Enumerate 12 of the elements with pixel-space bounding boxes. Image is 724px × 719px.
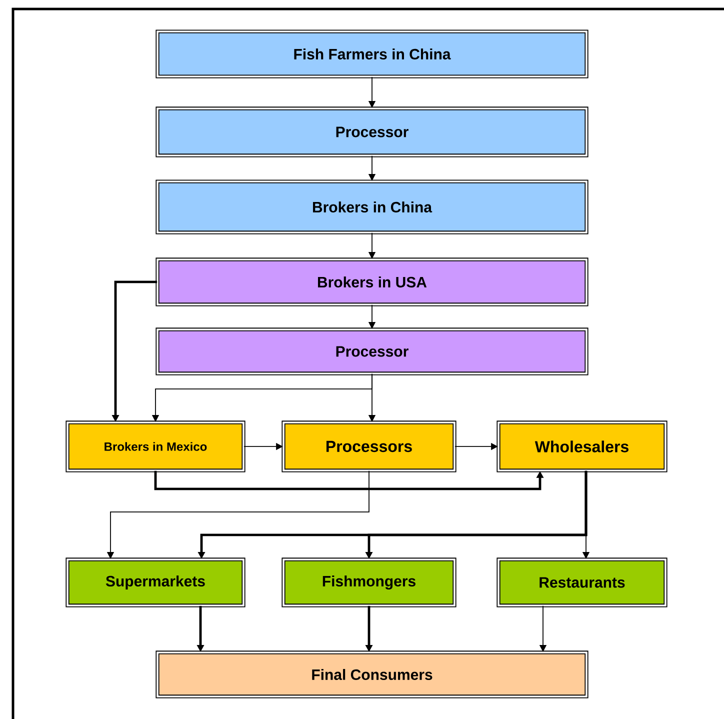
process-box: Brokers in Mexico — [66, 420, 246, 472]
process-box: Processor — [156, 106, 588, 158]
process-box: Fish Farmers in China — [156, 30, 588, 78]
process-box: Fishmongers — [282, 558, 456, 608]
process-box: Brokers in USA — [156, 258, 588, 306]
process-box: Wholesalers — [496, 420, 668, 472]
process-box: Supermarkets — [66, 558, 246, 608]
process-box: Processor — [156, 328, 588, 376]
process-box: Final Consumers — [156, 650, 588, 698]
process-box: Brokers in China — [156, 180, 588, 234]
process-box: Processors — [282, 420, 456, 472]
process-box: Restaurants — [496, 558, 668, 608]
